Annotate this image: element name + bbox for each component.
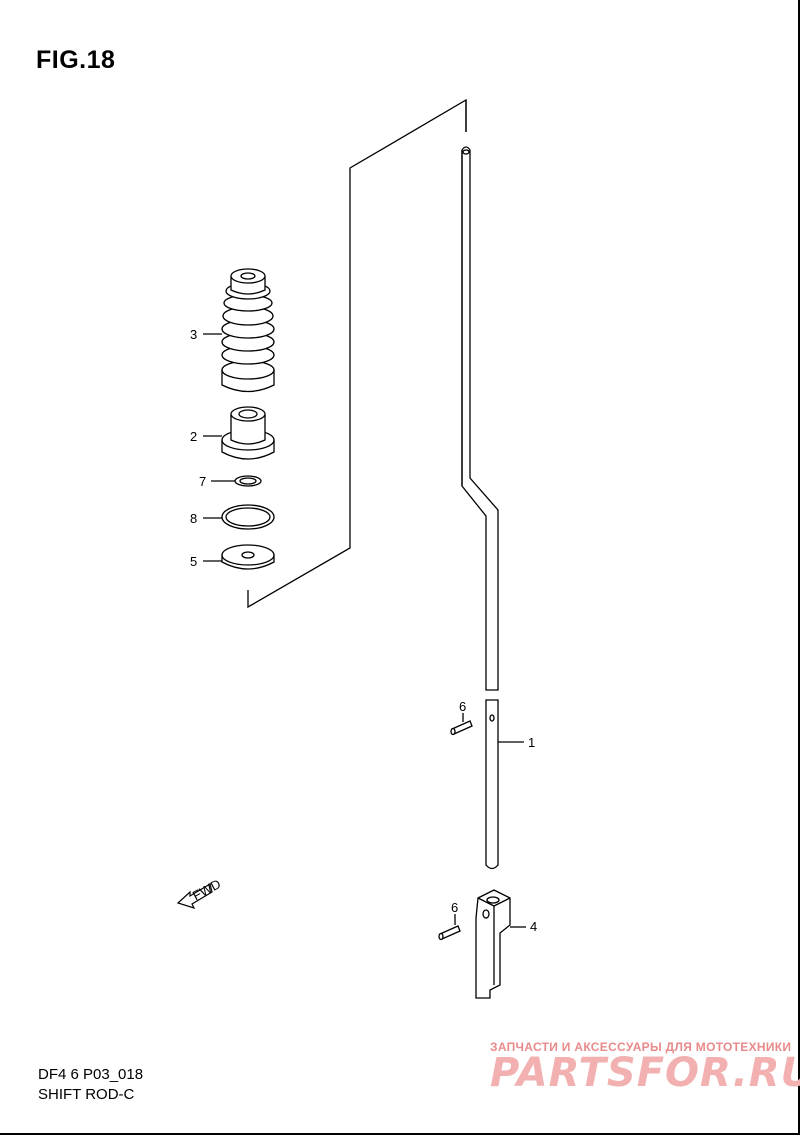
callout-7: 7 (199, 474, 206, 489)
callout-3: 3 (190, 327, 197, 342)
fwd-label: FWD (190, 876, 223, 903)
bellows-boot (221, 268, 275, 393)
washer (221, 544, 275, 570)
pin-upper (450, 720, 473, 736)
section-title: SHIFT ROD-C (38, 1086, 135, 1103)
callout-5: 5 (190, 554, 197, 569)
callout-1: 1 (528, 735, 535, 750)
watermark-tagline: ЗАПЧАСТИ И АКСЕССУАРЫ ДЛЯ МОТОТЕХНИКИ (490, 1040, 792, 1054)
model-code: DF4 6 P03_018 (38, 1066, 144, 1083)
callout-2: 2 (190, 429, 197, 444)
callout-8: 8 (190, 511, 197, 526)
shift-rod (461, 146, 499, 870)
small-o-ring (234, 475, 262, 487)
callout-6-upper: 6 (459, 699, 466, 714)
callout-4: 4 (530, 919, 537, 934)
leader-lines (203, 333, 526, 928)
figure-title: FIG.18 (36, 46, 116, 74)
grommet (221, 406, 275, 460)
pin-lower (438, 925, 461, 941)
callout-6-lower: 6 (451, 900, 458, 915)
assembly-bracket-path (247, 98, 467, 609)
large-o-ring (221, 504, 275, 530)
shift-lever (475, 889, 511, 999)
fwd-arrow-icon (176, 883, 213, 909)
watermark-logo: PARTSFOR.RU (490, 1050, 800, 1096)
